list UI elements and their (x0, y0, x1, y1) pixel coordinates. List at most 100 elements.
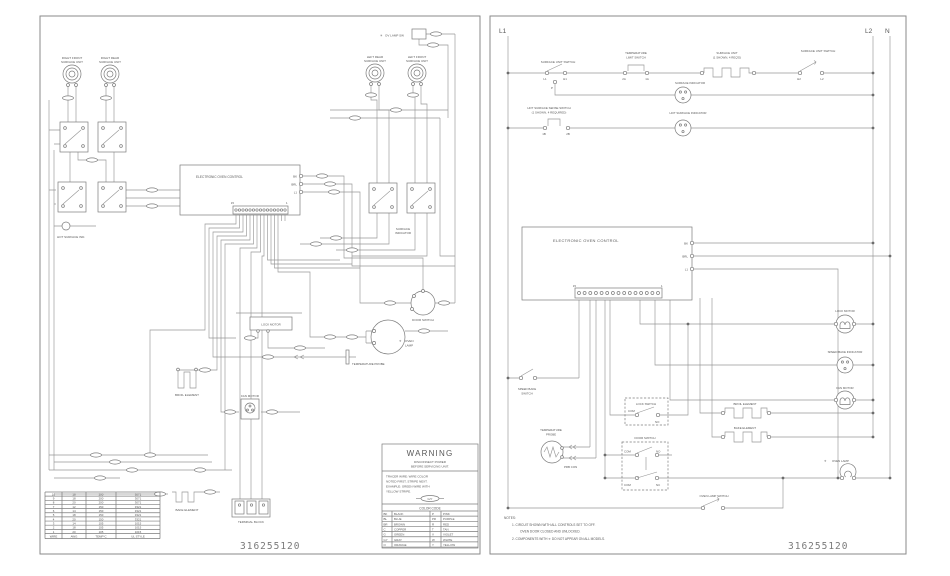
l1-rail-label: L1 (499, 28, 507, 35)
nc-label: NC (656, 483, 660, 487)
no-label: NO (656, 450, 661, 454)
probe-body (540, 440, 564, 464)
right-row-wires (771, 323, 873, 438)
svg-text:150: 150 (99, 517, 104, 521)
warning-body3: EXAMPLE: GREEN WIRE WITH (386, 485, 430, 489)
com-label: COM (624, 450, 631, 454)
sbs-wires (508, 368, 579, 379)
svg-text:3071: 3071 (135, 492, 142, 496)
l1-terminal-label: L1 (294, 191, 298, 195)
oven-lamp: ✳ OVEN LAMP (370, 319, 414, 355)
hot-surface-indicator-right: HOT SURFACE INDICATOR (670, 111, 706, 137)
svg-text:3321: 3321 (135, 505, 142, 509)
asterisk-icon: ✳ (399, 339, 402, 343)
eoc-terminal (298, 181, 304, 187)
wires-rails-left (48, 100, 60, 470)
pin-feeder-wires (578, 298, 837, 478)
su-label1: SURFACE UNIT (716, 51, 737, 55)
fan-motor-right: FAN MOTOR (833, 386, 857, 410)
lock-motor-right: LOCK MOTOR (833, 309, 857, 334)
coil-icon (100, 64, 120, 87)
motor-icon (835, 314, 855, 334)
svg-text:GRAY: GRAY (394, 538, 402, 542)
bake-label: BAKE ELEMENT (734, 426, 756, 430)
sus2-label: SURFACE UNIT SWITCH (801, 49, 836, 53)
surface-unit-left-rear: LEFT REAR SURFACE UNIT (364, 55, 386, 86)
ov-lamp-sw-symbol (411, 28, 427, 40)
left-wire-mesh (48, 33, 456, 499)
terminal-h1: H1 (563, 77, 567, 81)
wires-pin-drops (149, 214, 366, 499)
svg-text:18: 18 (72, 513, 76, 517)
svg-text:150: 150 (99, 509, 104, 513)
svg-text:2: 2 (53, 526, 55, 530)
eoc-label: ELECTRONIC OVEN CONTROL (196, 175, 243, 179)
svg-text:BR: BR (384, 522, 388, 526)
eoc-terminal (298, 189, 304, 195)
svg-text:3321: 3321 (135, 509, 142, 513)
svg-text:10: 10 (52, 492, 56, 496)
surface-indicator-label: SURFACE INDICATOR (395, 227, 412, 235)
door-switch-box (621, 441, 669, 491)
svg-text:4: 4 (53, 517, 55, 521)
svg-text:PINK: PINK (443, 512, 450, 516)
svg-text:BLUE: BLUE (394, 517, 402, 521)
terminal-1b: 1B (542, 132, 546, 136)
note-1a: 1. CIRCUIT SHOWN WITH ALL CONTROLS SET T… (512, 523, 596, 527)
ov-lamp-sw-label: OV LAMP SW (385, 34, 404, 38)
surface-indicator-label: SURFACE INDICATOR (675, 81, 705, 85)
svg-text:105: 105 (99, 521, 104, 525)
svg-text:150: 150 (99, 513, 104, 517)
bake-element-right: BAKE ELEMENT (720, 426, 772, 443)
svg-text:200: 200 (99, 497, 104, 501)
svg-text:18: 18 (72, 526, 76, 530)
indicator-lamp-icon (674, 86, 692, 104)
notes-block: NOTES: 1. CIRCUIT SHOWN WITH ALL CONTROL… (504, 516, 605, 541)
svg-text:1015: 1015 (135, 530, 142, 534)
electronic-oven-control-right: ELECTRONIC OVEN CONTROL 15 1 BK BRL L1 (521, 226, 695, 301)
com-label: COM (624, 483, 631, 487)
oven-lamp-label1: OVEN (405, 339, 414, 343)
prb-con-label: PRB CON (564, 465, 577, 469)
terminal-block-label: TERMINAL BLOCK (238, 520, 264, 524)
svg-text:200: 200 (99, 501, 104, 505)
oven-lamp-label: OVEN LAMP (832, 459, 849, 463)
terminal-1a: 1A (645, 77, 649, 81)
svg-text:3321: 3321 (135, 513, 142, 517)
door-switch-right: DOOR SWITCH COM NO COM NC (621, 436, 669, 491)
svg-text:BL: BL (384, 517, 388, 521)
schematic-panel: L1 L2 N SURFACE UNIT SWITCH L1 P H1 TEMP… (489, 15, 907, 555)
no-label: NO (655, 420, 660, 424)
svg-text:TEMP°C: TEMP°C (95, 534, 106, 538)
brl-terminal-label: BRL (682, 255, 688, 259)
probe-flange (345, 349, 350, 365)
su-label2: (1 SHOWN, 4 REQ'D) (713, 56, 741, 60)
probe-label1: TEMPERATURE (540, 428, 562, 432)
surface-unit-right-front: RIGHT FRONT SURFACE UNIT (61, 56, 83, 87)
left-panel-border (39, 15, 481, 555)
eoc-pin-strip (232, 205, 289, 215)
svg-text:20: 20 (72, 530, 76, 534)
wires-top-right (330, 33, 456, 303)
right-panel-border (489, 15, 907, 555)
svg-text:O: O (384, 543, 387, 547)
warning-title: WARNING (407, 449, 454, 458)
oven-lamp-switch-label: OVEN LAMP SWITCH (699, 494, 728, 498)
hot-surface-ind-label: HOT SURFACE IND. (57, 235, 85, 239)
l1-terminal-label: L1 (685, 268, 689, 272)
door-switch-wires (605, 454, 838, 479)
temperature-probe: TEMPERATURE PROBE (256, 349, 385, 366)
svg-text:COPPER: COPPER (394, 527, 406, 531)
surface-unit-switch-1: SURFACE UNIT SWITCH L1 P H1 (541, 60, 576, 90)
warning-body4: YELLOW STRIPE. (386, 490, 411, 494)
lock-switch: LOCK SWITCH COM NO (624, 397, 669, 426)
svg-text:GREEN: GREEN (394, 533, 404, 537)
bk-terminal-label: BK (684, 242, 688, 246)
svg-text:WHITE: WHITE (443, 538, 452, 542)
lock-motor: LOCK MOTOR (249, 316, 293, 333)
surface-unit-switch-2: SURFACE UNIT SWITCH H2 L2 (797, 49, 835, 81)
unit-label: RIGHT REAR (101, 56, 120, 60)
svg-text:1: 1 (53, 530, 55, 534)
